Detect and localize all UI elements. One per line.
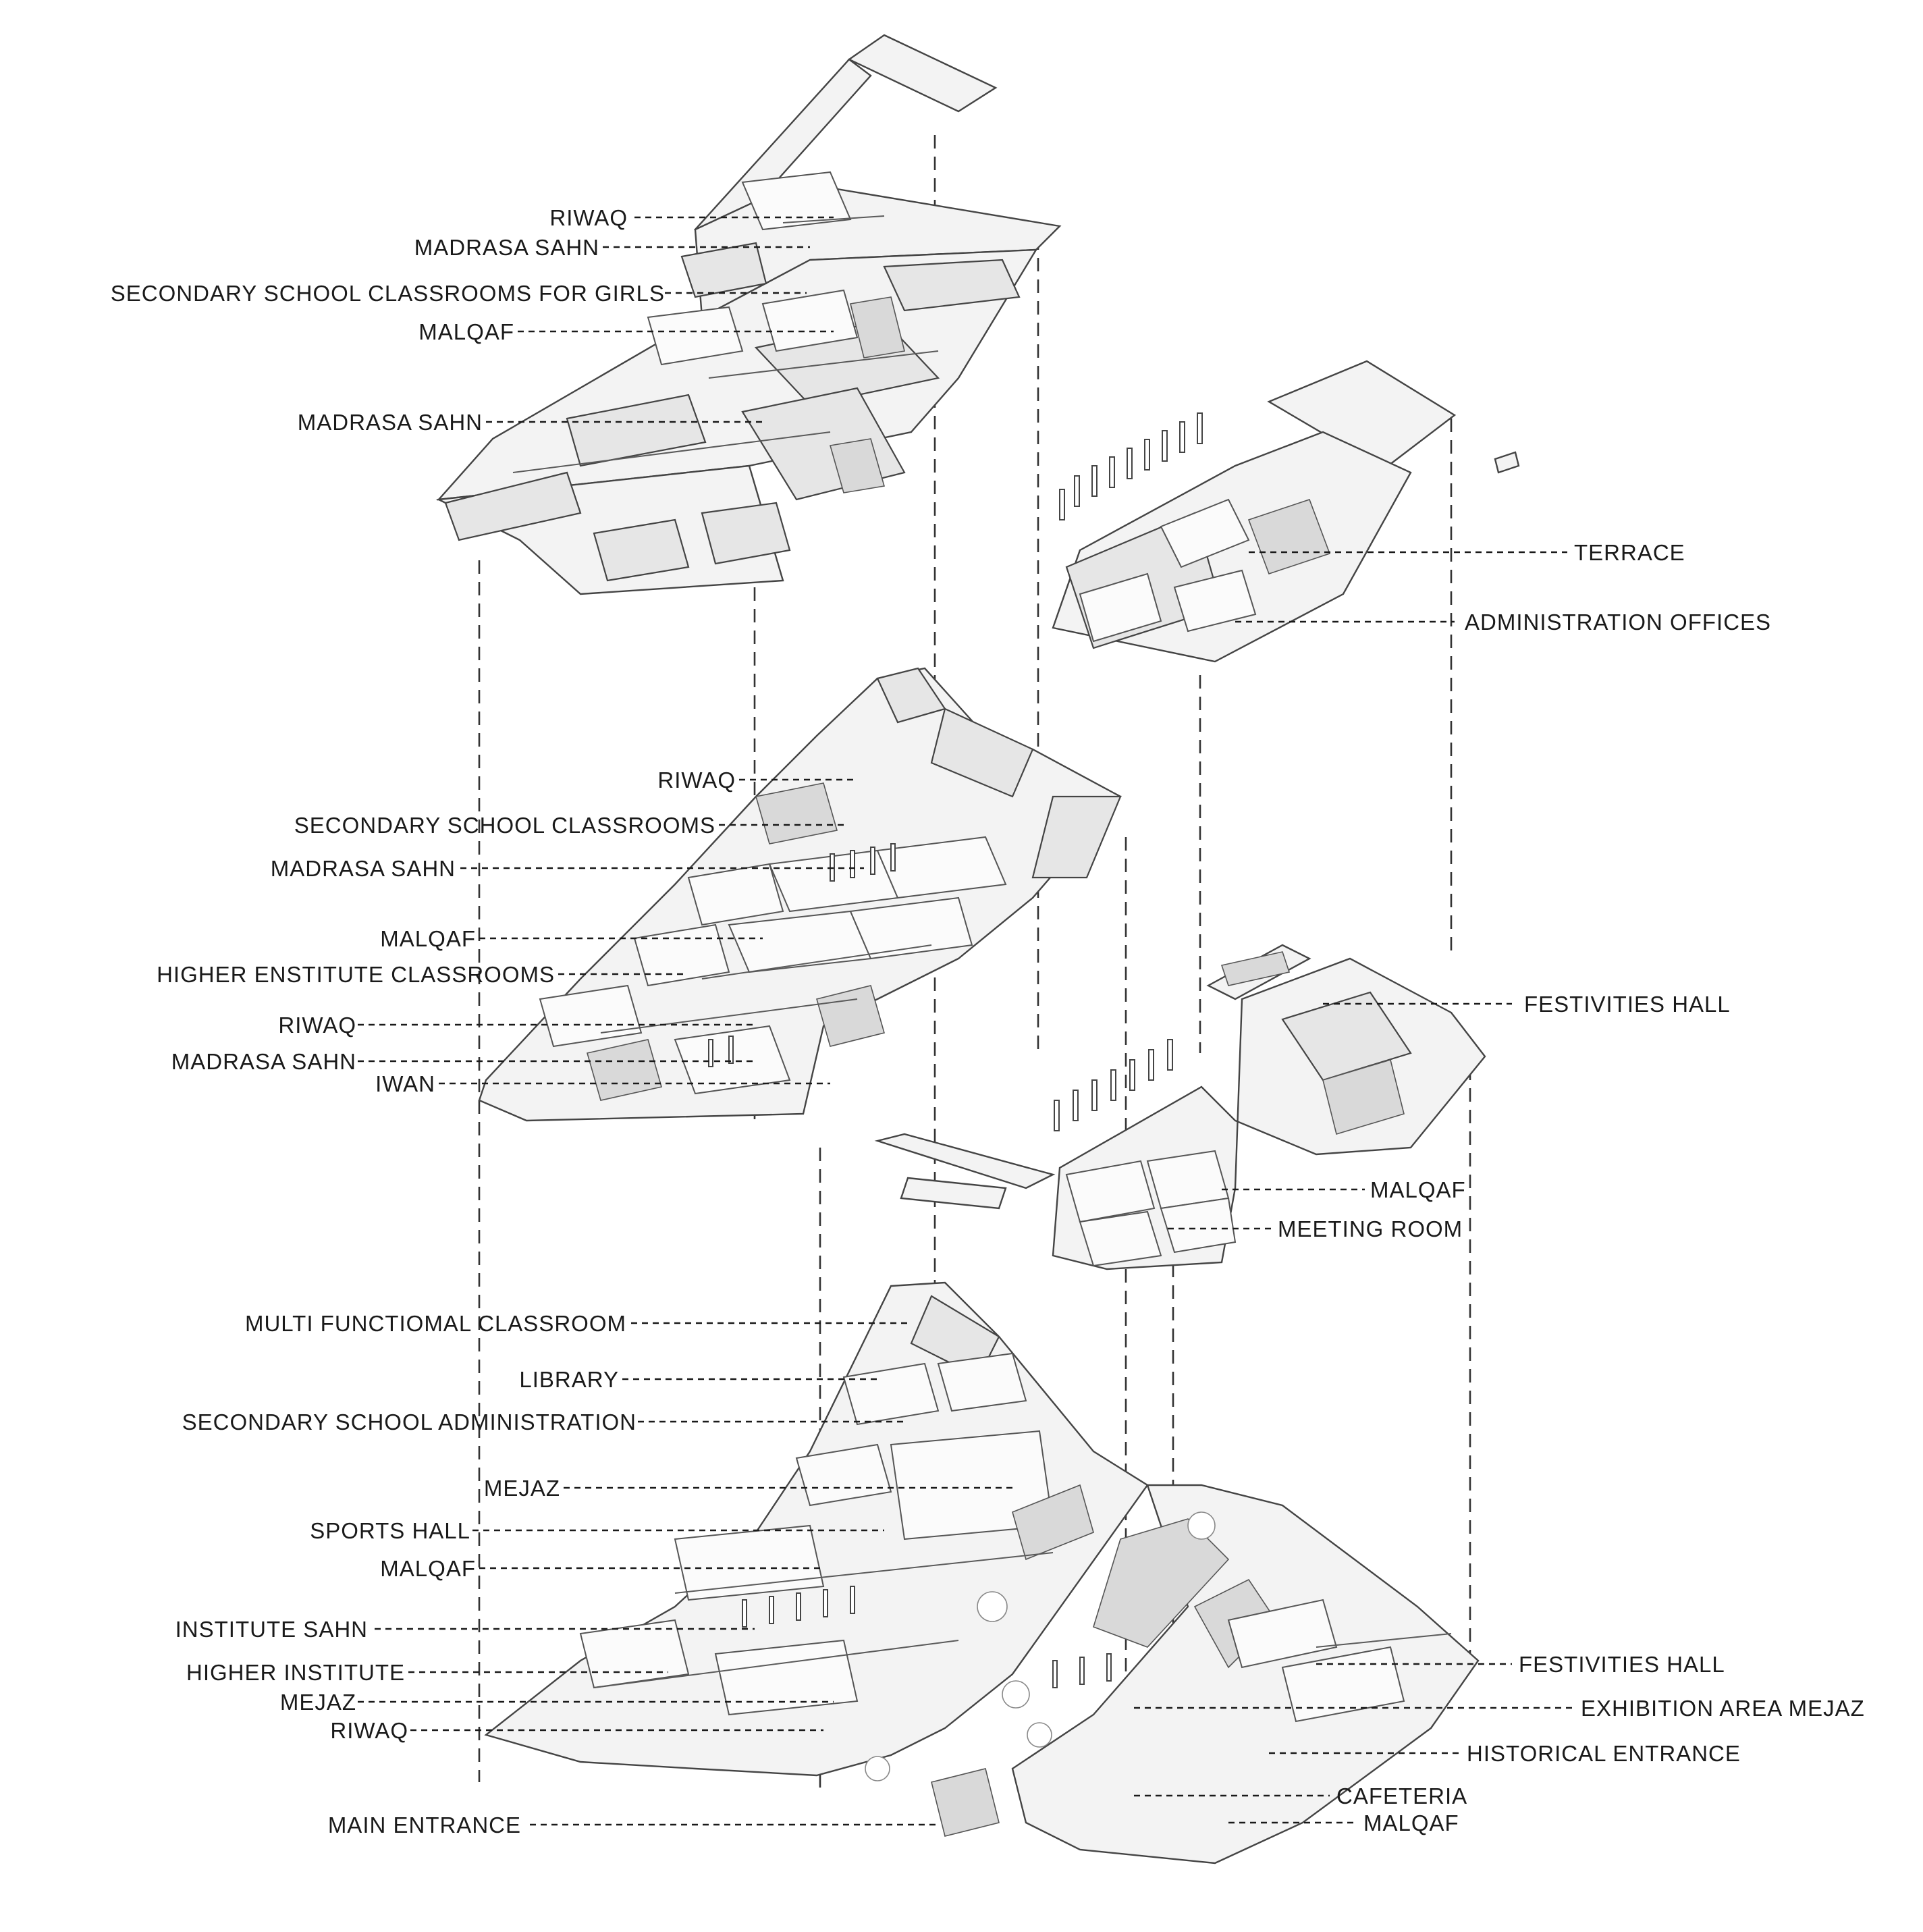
label-madrasa-sahn-top-1: MADRASA SAHN (414, 235, 599, 260)
label-festivities-hall-mid: FESTIVITIES HALL (1524, 992, 1731, 1017)
label-institute-sahn: INSTITUTE SAHN (175, 1617, 368, 1642)
label-secondary-classrooms: SECONDARY SCHOOL CLASSROOMS (294, 813, 715, 838)
label-malqaf-mid: MALQAF (380, 926, 476, 951)
labels-right: TERRACE ADMINISTRATION OFFICES FESTIVITI… (1278, 540, 1865, 1835)
label-higher-institute: HIGHER INSTITUTE (186, 1660, 405, 1685)
label-multi-functional-classroom: MULTI FUNCTIOMAL CLASSROOM (245, 1311, 626, 1336)
label-malqaf-ground: MALQAF (380, 1556, 476, 1581)
label-administration-offices: ADMINISTRATION OFFICES (1465, 610, 1771, 635)
label-exhibition-area-mejaz: EXHIBITION AREA MEJAZ (1581, 1696, 1865, 1721)
label-malqaf-top: MALQAF (418, 319, 514, 344)
label-malqaf-ground-right: MALQAF (1363, 1810, 1459, 1835)
middle-floor-plate (478, 667, 1122, 1210)
label-secondary-classrooms-girls: SECONDARY SCHOOL CLASSROOMS FOR GIRLS (111, 281, 665, 306)
label-terrace: TERRACE (1574, 540, 1685, 565)
label-library: LIBRARY (519, 1367, 619, 1392)
leaders-right (1134, 551, 1573, 1824)
top-floor-plate (435, 34, 1062, 595)
label-malqaf-right: MALQAF (1370, 1177, 1466, 1202)
label-riwaq-top: RIWAQ (549, 205, 628, 230)
label-riwaq-mid-2: RIWAQ (278, 1013, 356, 1038)
label-madrasa-sahn-mid-1: MADRASA SAHN (271, 856, 456, 881)
label-madrasa-sahn-top-2: MADRASA SAHN (298, 410, 483, 435)
label-festivities-hall-ground: FESTIVITIES HALL (1519, 1652, 1725, 1677)
label-iwan: IWAN (375, 1071, 435, 1096)
terrace-block (1052, 360, 1520, 663)
ground-floor-plate (484, 1281, 1480, 1864)
label-higher-enstitute-classrooms: HIGHER ENSTITUTE CLASSROOMS (157, 962, 555, 987)
label-meeting-room: MEETING ROOM (1278, 1216, 1463, 1241)
label-riwaq-ground: RIWAQ (330, 1718, 408, 1743)
festivities-block (1052, 944, 1486, 1270)
label-cafeteria: CAFETERIA (1336, 1783, 1467, 1808)
label-sports-hall: SPORTS HALL (310, 1518, 470, 1543)
leaders-left (358, 216, 1016, 1826)
label-madrasa-sahn-mid-2: MADRASA SAHN (171, 1049, 356, 1074)
label-historical-entrance: HISTORICAL ENTRANCE (1467, 1741, 1741, 1766)
label-riwaq-mid-1: RIWAQ (657, 768, 736, 793)
labels-left: RIWAQ MADRASA SAHN SECONDARY SCHOOL CLAS… (111, 205, 736, 1837)
label-secondary-school-administration: SECONDARY SCHOOL ADMINISTRATION (182, 1410, 637, 1434)
label-mejaz-2: MEJAZ (280, 1690, 356, 1715)
label-main-entrance: MAIN ENTRANCE (328, 1813, 521, 1837)
label-mejaz-1: MEJAZ (484, 1476, 560, 1501)
